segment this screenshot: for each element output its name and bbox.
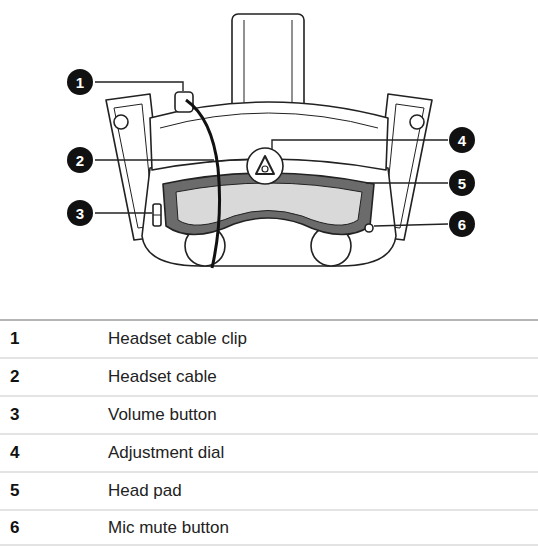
table-part-name: Volume button [108,405,217,425]
leader-lines [95,82,448,226]
callout-number: 5 [449,170,475,196]
table-number: 6 [10,518,19,538]
callout-number-text: 6 [458,217,466,232]
callout-number: 3 [67,200,93,226]
table-part-name: Headset cable [108,367,217,387]
callout-number-text: 2 [76,153,84,168]
table-part-name: Head pad [108,481,182,501]
table-number: 3 [10,405,19,425]
table-grid [0,320,538,546]
callout-number-text: 3 [76,206,84,221]
callout-number: 1 [67,69,93,95]
table-part-name: Mic mute button [108,518,229,538]
callout-number-text: 5 [458,176,466,191]
callout-number: 6 [449,211,475,237]
headset-cable [186,100,220,268]
mic-mute-button [365,224,373,232]
callout-number: 4 [449,127,475,153]
table-number: 2 [10,367,19,387]
table-part-name: Adjustment dial [108,443,224,463]
table-number: 5 [10,481,19,501]
adjustment-dial [247,148,283,184]
callout-number-text: 4 [458,133,466,148]
callout-number: 2 [67,147,93,173]
volume-button [153,204,161,226]
table-part-name: Headset cable clip [108,329,247,349]
table-number: 4 [10,443,19,463]
callout-number-text: 1 [76,75,84,90]
table-number: 1 [10,329,19,349]
